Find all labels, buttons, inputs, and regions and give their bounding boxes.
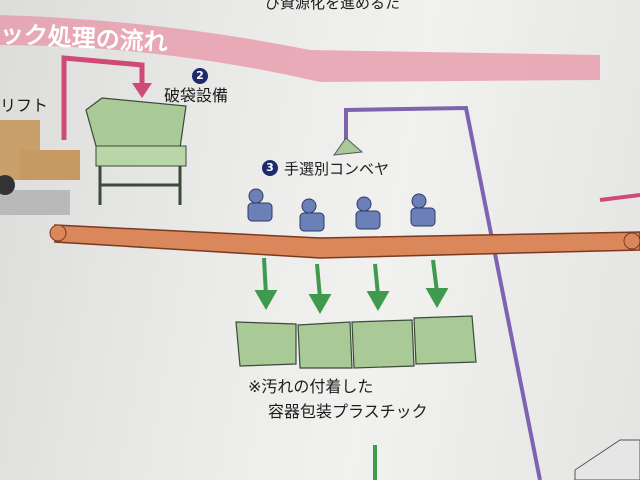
small-hopper (332, 137, 364, 156)
pink-right-line (599, 193, 640, 202)
conveyor-roller-right (623, 232, 640, 250)
title-band (0, 15, 600, 82)
top-text: び資源化を進めるた (265, 0, 401, 12)
bin-4 (413, 315, 477, 365)
next-equipment (574, 439, 640, 480)
worker-1 (247, 188, 273, 222)
bag-breaker-body (95, 145, 187, 167)
note-line-2: 容器包装プラスチック (268, 402, 428, 421)
worker-4 (410, 193, 436, 227)
forklift-pallet (20, 150, 80, 180)
step3-label: 手選別コンベヤ (284, 160, 390, 178)
worker-3 (355, 196, 381, 230)
forklift-wheel (0, 175, 15, 195)
pink-arrow-head (132, 83, 152, 98)
step2-label: 破袋設備 (164, 86, 229, 105)
bin-3 (351, 319, 415, 369)
purple-flow-line (344, 105, 542, 480)
bag-breaker-hopper (85, 97, 187, 149)
note-line-1: ※汚れの付着した (248, 377, 374, 396)
conveyor-belt (54, 224, 640, 259)
forklift-platform (0, 190, 70, 215)
bin-2 (297, 321, 353, 369)
conveyor-roller-left (49, 224, 67, 242)
pink-flow-line (61, 55, 145, 140)
bin-1 (235, 321, 297, 367)
worker-2 (299, 198, 325, 232)
forklift-label: リフト (0, 96, 49, 115)
step2-number: 2 (192, 64, 208, 84)
step3-number: 3 (262, 156, 278, 176)
